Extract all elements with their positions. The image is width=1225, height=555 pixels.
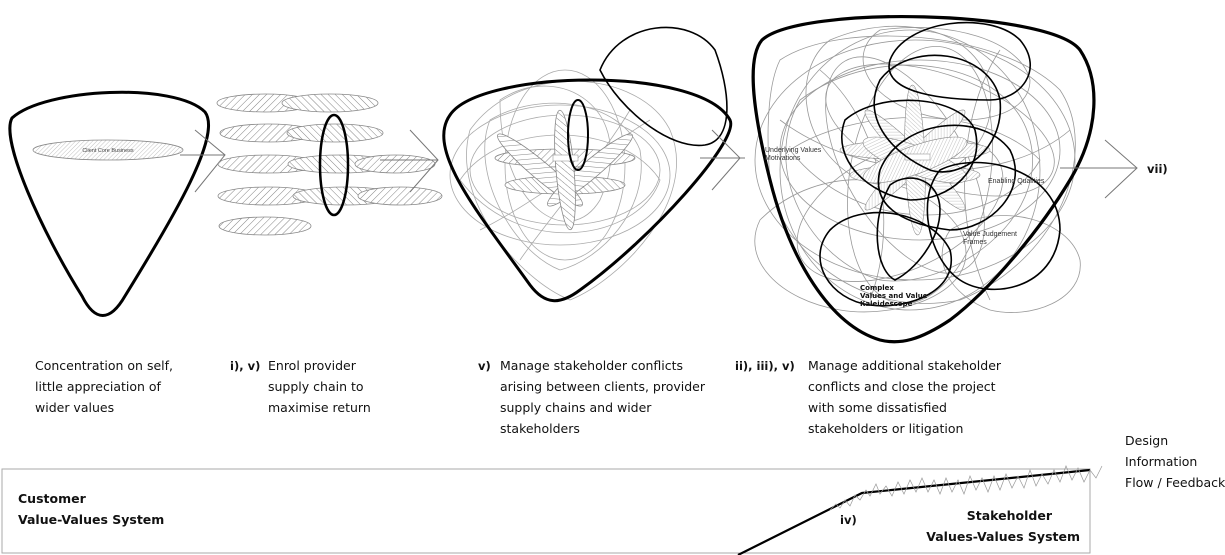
stage3-outer-loop: [599, 26, 728, 147]
supply-ellipse: [357, 186, 443, 206]
svg-text:stakeholders or litigation: stakeholders or litigation: [808, 421, 963, 436]
complex-label: Complex: [860, 284, 894, 292]
supply-ellipse: [218, 216, 312, 236]
design-flow-label: Design Information Flow / Feedback: [1125, 433, 1225, 490]
svg-text:arising between clients, provi: arising between clients, provider: [500, 379, 706, 394]
svg-text:Flow / Feedback: Flow / Feedback: [1125, 475, 1225, 490]
flow-arrow-4: [1060, 139, 1138, 199]
underlying-values-label: Underlying Values: [765, 147, 822, 154]
stakeholder-system-label: Values-Values System: [926, 529, 1080, 544]
supply-ellipse: [281, 93, 379, 113]
stage3-core-ellipse: [567, 99, 589, 171]
flow-arrow-3: [700, 129, 745, 191]
svg-text:conflicts and close the projec: conflicts and close the project: [808, 379, 996, 394]
svg-text:maximise return: maximise return: [268, 400, 371, 415]
stakeholder-growth-line: [737, 468, 1091, 555]
supply-chain-ellipse: [318, 113, 350, 217]
svg-text:Concentration on self,: Concentration on self,: [35, 358, 173, 373]
enabling-qualities-label: Enabling Qualities: [988, 178, 1045, 185]
stakeholder-feedback-scribble: [829, 465, 1103, 511]
value-system-box: [1, 468, 1091, 554]
stage2-caption: i), v) Enrol provider supply chain to ma…: [230, 358, 371, 415]
svg-text:little appreciation of: little appreciation of: [35, 379, 162, 394]
stage3-caption: v) Manage stakeholder conflicts arising …: [478, 358, 706, 436]
stage3-group: [442, 26, 733, 303]
vii-label: vii): [1147, 162, 1168, 176]
iv-label: iv): [840, 513, 857, 527]
svg-text:Manage additional stakeholder: Manage additional stakeholder: [808, 358, 1002, 373]
stage1-group: Client Core Business: [8, 90, 211, 317]
svg-text:Information: Information: [1125, 454, 1197, 469]
stage3-triangle: [442, 78, 733, 303]
customer-label: Customer: [18, 491, 87, 506]
stage1-triangle: [8, 90, 211, 317]
stage2-group: [216, 93, 443, 236]
values-kaleidescope-label-2: Kaleidescope: [860, 300, 913, 308]
bottom-band: Customer Value-Values System iv) Stakeho…: [1, 465, 1103, 555]
supply-ellipse: [286, 123, 384, 143]
customer-system-label: Value-Values System: [18, 512, 164, 527]
stage4-roman: ii), iii), v): [735, 359, 795, 373]
stage4-group: Underlying Values Motivations Enabling Q…: [751, 15, 1096, 344]
stage3-roman: v): [478, 359, 491, 373]
supply-ellipse: [354, 154, 436, 174]
svg-text:Manage stakeholder conflicts: Manage stakeholder conflicts: [500, 358, 683, 373]
flow-arrow-2: [380, 129, 439, 193]
svg-text:with some dissatisfied: with some dissatisfied: [808, 400, 947, 415]
svg-text:wider values: wider values: [35, 400, 114, 415]
stage4-caption: ii), iii), v) Manage additional stakehol…: [735, 358, 1002, 436]
client-core-ellipse: [32, 139, 184, 161]
stakeholder-label: Stakeholder: [967, 508, 1053, 523]
flow-arrow-1: [180, 129, 226, 193]
svg-text:Enrol provider: Enrol provider: [268, 358, 357, 373]
frames-label: Frames: [963, 239, 987, 246]
value-judgement-label: Value Judgement: [963, 231, 1017, 238]
client-core-label: Client Core Business: [82, 148, 134, 154]
svg-text:Design: Design: [1125, 433, 1168, 448]
svg-text:stakeholders: stakeholders: [500, 421, 580, 436]
stage4-triangle: [751, 15, 1096, 344]
svg-text:supply chain to: supply chain to: [268, 379, 364, 394]
motivations-label: Motivations: [765, 155, 801, 162]
svg-text:supply chains and wider: supply chains and wider: [500, 400, 652, 415]
stage2-roman: i), v): [230, 359, 260, 373]
stage1-caption: Concentration on self, little appreciati…: [35, 358, 173, 415]
values-kaleidescope-label-1: Values and Value: [860, 292, 928, 300]
